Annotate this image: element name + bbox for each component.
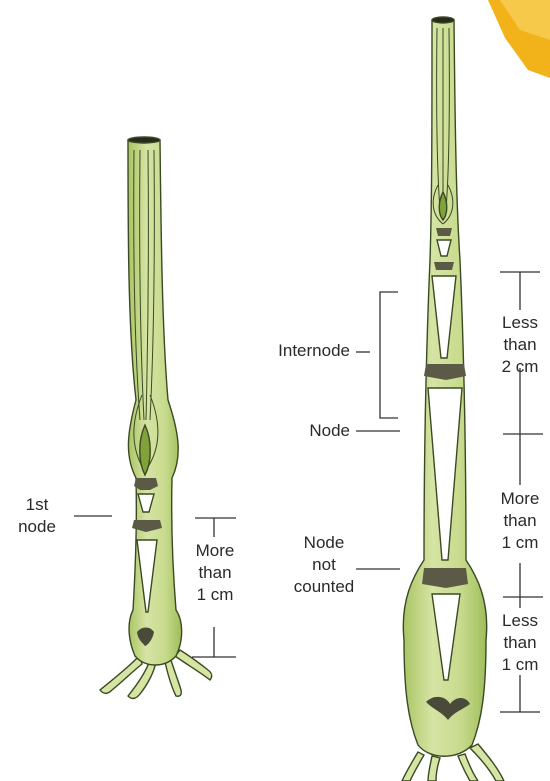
- left-spacing-label: More than 1 cm: [180, 540, 250, 606]
- first-node-label: 1st node: [6, 494, 68, 538]
- right-stem-cap: [432, 17, 454, 23]
- middle-spacing-label: More than 1 cm: [490, 488, 550, 554]
- upper-spacing-label: Less than 2 cm: [490, 312, 550, 378]
- internode-label: Internode: [230, 340, 350, 362]
- right-stem: [402, 17, 504, 781]
- left-stem: [100, 137, 212, 698]
- right-stem-node-2: [434, 262, 454, 270]
- right-stem-node-4: [422, 568, 468, 588]
- node-not-counted-label: Node not counted: [276, 532, 372, 598]
- right-stem-node-1: [436, 228, 452, 236]
- internode-bracket: [380, 292, 398, 418]
- lower-spacing-label: Less than 1 cm: [490, 610, 550, 676]
- left-stem-cap: [128, 137, 160, 143]
- node-label: Node: [230, 420, 350, 442]
